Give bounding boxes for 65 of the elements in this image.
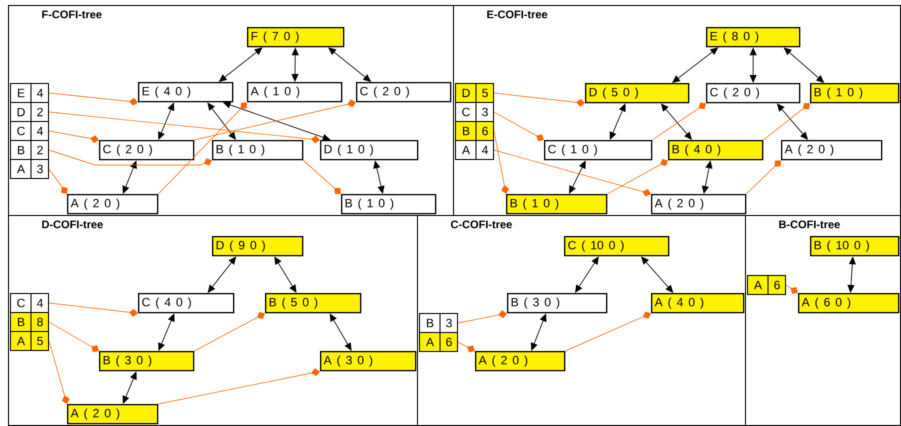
tree-node: B ( 1 0 ): [341, 194, 436, 214]
count-table-row: A 3: [10, 158, 49, 179]
tree-node: B ( 1 0 ): [506, 194, 608, 214]
link-line: [194, 312, 265, 352]
tree-node: B ( 10 0 ): [810, 236, 900, 256]
tree-node: C ( 10 0 ): [564, 236, 670, 256]
tree-node: E ( 4 0 ): [138, 82, 234, 102]
tree-node: B ( 5 0 ): [265, 293, 362, 314]
link-line: [48, 168, 68, 194]
link-line: [652, 102, 706, 140]
link-line: [494, 112, 544, 142]
tree-node: B ( 3 0 ): [507, 293, 608, 314]
tree-node: A ( 2 0 ): [651, 194, 746, 214]
link-line: [48, 322, 99, 352]
link-line: [48, 150, 212, 166]
tree-node: B ( 1 0 ): [212, 140, 304, 160]
link-line: [302, 160, 341, 194]
count-table-row: C 4: [10, 292, 49, 313]
link-line: [48, 92, 138, 106]
tree-node: A ( 2 0 ): [475, 351, 566, 372]
count-table-row: C 4: [10, 120, 49, 141]
tree-node: C ( 2 0 ): [99, 140, 194, 160]
count-table-row: A 6: [747, 274, 786, 295]
tree-node: C ( 2 0 ): [706, 83, 800, 104]
link-line: [494, 150, 651, 197]
link-line: [48, 302, 138, 317]
tree-node: B ( 4 0 ): [668, 140, 764, 160]
link-line: [746, 160, 781, 194]
link-line: [458, 310, 507, 324]
tree-node: A ( 3 0 ): [320, 351, 416, 372]
tree-node: F ( 7 0 ): [247, 27, 344, 48]
count-table-row: A 6: [419, 332, 458, 352]
tree-node: A ( 4 0 ): [651, 293, 744, 314]
link-line: [158, 368, 320, 404]
tree-node: A ( 6 0 ): [798, 293, 900, 314]
tree-node: D ( 5 0 ): [585, 83, 690, 104]
link-line: [48, 130, 99, 144]
tree-node: A ( 2 0 ): [781, 140, 882, 160]
count-table-row: B 2: [10, 140, 49, 160]
link-line: [494, 130, 510, 194]
tree-node: C ( 4 0 ): [138, 293, 234, 314]
tree-node: A ( 2 0 ): [67, 194, 158, 214]
link-line: [48, 340, 70, 404]
tree-node: A ( 1 0 ): [247, 82, 342, 102]
link-line: [762, 102, 810, 140]
link-line: [494, 92, 585, 107]
count-table-row: D 5: [455, 82, 494, 103]
count-table-row: B 8: [10, 312, 49, 332]
count-table-row: B 6: [455, 120, 494, 141]
link-line: [158, 102, 247, 194]
count-table-row: A 5: [10, 330, 49, 351]
count-table-row: A 4: [455, 140, 494, 160]
tree-node: D ( 9 0 ): [212, 236, 304, 256]
count-table-row: B 3: [419, 312, 458, 333]
tree-node: B ( 3 0 ): [99, 351, 194, 372]
count-table-row: D 2: [10, 102, 49, 122]
tree-node: A ( 2 0 ): [67, 404, 158, 424]
tree-node: C ( 2 0 ): [356, 82, 452, 102]
count-table-row: E 4: [10, 82, 49, 103]
tree-node: D ( 1 0 ): [320, 140, 418, 160]
count-table-row: C 3: [455, 102, 494, 122]
tree-node: C ( 1 0 ): [544, 140, 652, 160]
tree-node: B ( 1 0 ): [810, 83, 900, 104]
link-line: [194, 99, 356, 140]
tree-node: E ( 8 0 ): [706, 27, 800, 48]
